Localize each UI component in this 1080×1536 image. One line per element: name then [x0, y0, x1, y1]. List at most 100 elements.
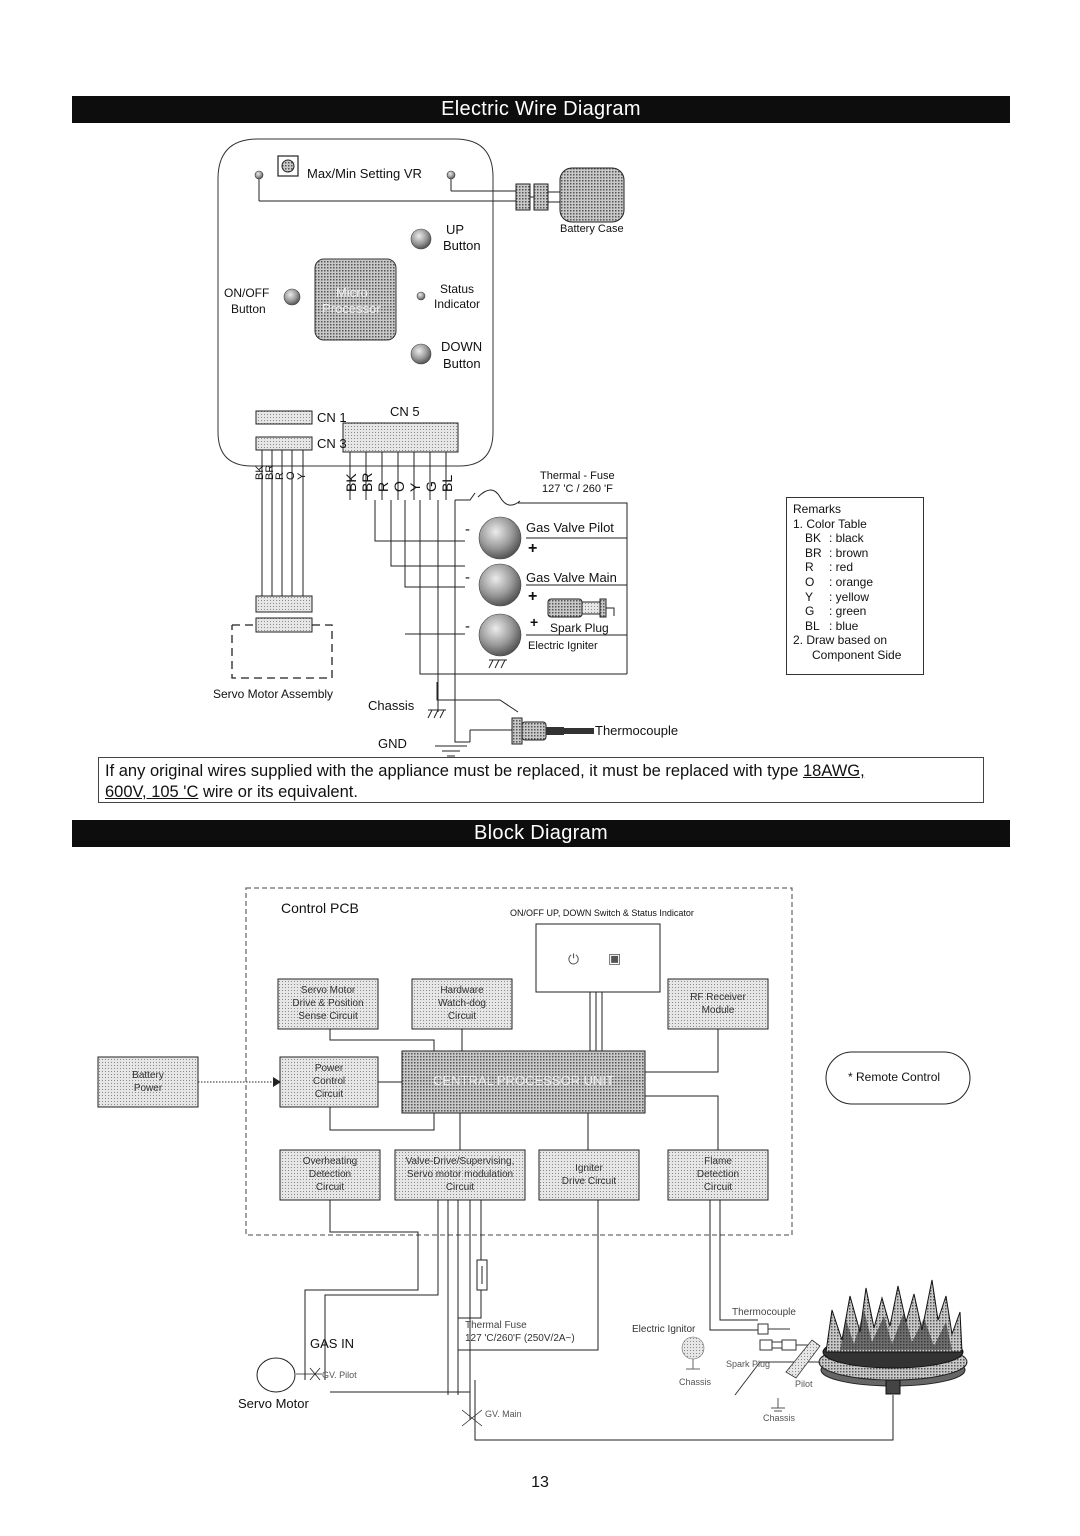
color-row: G: green — [805, 604, 867, 619]
igniter-plus: + — [530, 614, 539, 630]
servo-motor-assembly-label: Servo Motor Assembly — [213, 687, 334, 701]
gas-valve-main-label: Gas Valve Main — [526, 570, 617, 585]
color-row: BL: blue — [805, 618, 859, 633]
cn5-wire-bl: BL — [439, 474, 455, 492]
electric-igniter-label: Electric Igniter — [528, 640, 598, 652]
cn5-label: CN 5 — [390, 404, 420, 419]
pilot-label: Pilot — [795, 1379, 813, 1389]
remarks-draw-based: 2. Draw based on — [793, 633, 888, 648]
battery-case — [559, 167, 625, 223]
main-plus: + — [528, 588, 538, 605]
gas-valve-pilot-label: Gas Valve Pilot — [526, 520, 614, 535]
block-diagram-title: Block Diagram — [72, 820, 1010, 847]
spark-plug-label: Spark Plug — [550, 621, 609, 635]
chassis-bd-label-1: Chassis — [679, 1377, 712, 1387]
power-symbol-icon: ⏻ — [568, 951, 580, 967]
up-button-dot — [410, 228, 432, 250]
indicator-square-icon: ▣ — [608, 950, 622, 966]
block-valve-drive — [394, 1149, 526, 1201]
thermocouple-label: Thermocouple — [595, 723, 679, 738]
cn5-wire-g: G — [423, 481, 439, 492]
vr-terminal-left — [254, 170, 264, 180]
cn3-connector — [255, 436, 313, 451]
electric-ignitor-label: Electric Ignitor — [632, 1324, 696, 1335]
onoff-button-label-1: ON/OFF — [224, 286, 270, 300]
block-battery-power — [97, 1056, 199, 1108]
up-button-label-1: UP — [446, 222, 465, 237]
color-row: BR: brown — [805, 545, 869, 560]
cn5-wire-y: Y — [407, 482, 423, 492]
down-button-label-2: Button — [443, 356, 481, 371]
onoff-button-dot — [283, 288, 301, 306]
valve-drive-text: Valve-Drive/Supervising,Servo motor modu… — [405, 1156, 515, 1193]
microprocessor-label-2: Processor — [322, 301, 381, 316]
down-button-label-1: DOWN — [441, 339, 483, 354]
cn5-connector — [342, 422, 459, 453]
onoff-button-label-2: Button — [231, 302, 266, 316]
block-servo-drive — [277, 978, 379, 1030]
color-row: O: orange — [805, 574, 874, 589]
cn3-wire-y: Y — [296, 472, 308, 480]
burner-with-flames — [818, 1279, 968, 1395]
gnd-label: GND — [378, 736, 407, 751]
microprocessor-chip — [314, 258, 397, 341]
cn5-wire-br: BR — [359, 472, 375, 492]
gas-valve-main-coil — [478, 563, 522, 607]
block-cpu — [401, 1050, 646, 1114]
gas-valve-pilot-coil — [478, 516, 522, 560]
thermal-fuse-label-2: 127 'C / 260 'F — [542, 483, 613, 495]
cpu-label: CENTRAL PROCESSOR UNIT — [433, 1073, 614, 1088]
max-min-vr-label: Max/Min Setting VR — [307, 166, 422, 181]
down-button-dot — [410, 343, 432, 365]
cn1-label: CN 1 — [317, 410, 347, 425]
cn3-label: CN 3 — [317, 436, 347, 451]
block-power-control — [279, 1056, 379, 1108]
spark-plug-bd-label: Spark Plug — [726, 1359, 771, 1369]
pilot-plus: + — [528, 540, 538, 557]
cn5-wire-r: R — [375, 481, 391, 492]
thermal-fuse-bd-label-1: Thermal Fuse — [465, 1320, 527, 1331]
gv-main-label: GV. Main — [485, 1409, 522, 1419]
remote-control-label: * Remote Control — [848, 1070, 941, 1084]
cn5-wire-o: O — [391, 481, 407, 492]
block-overheating — [279, 1149, 381, 1201]
thermal-fuse-label-1: Thermal - Fuse — [540, 470, 615, 482]
remarks-color-table: 1. Color Table — [793, 516, 867, 531]
thermocouple-bd-label: Thermocouple — [732, 1307, 796, 1318]
battery-case-label: Battery Case — [560, 223, 624, 235]
block-igniter-drive — [538, 1149, 640, 1201]
chassis-bd-label-2: Chassis — [763, 1413, 796, 1423]
microprocessor-label-1: Micro — [336, 285, 368, 300]
color-row: Y: yellow — [805, 589, 870, 604]
color-row: BK: black — [805, 531, 864, 546]
up-button-label-2: Button — [443, 238, 481, 253]
remarks-title: Remarks — [793, 502, 842, 516]
status-indicator-label-2: Indicator — [434, 297, 481, 311]
status-indicator-label-1: Status — [440, 282, 475, 296]
cn5-wire-bk: BK — [343, 473, 359, 492]
gas-in-label: GAS IN — [310, 1336, 355, 1351]
page-number: 13 — [531, 1474, 549, 1491]
chassis-label: Chassis — [368, 698, 415, 713]
remote-control-box — [825, 1051, 971, 1105]
servo-motor-label: Servo Motor — [238, 1396, 309, 1411]
wire-diagram-title: Electric Wire Diagram — [72, 96, 1010, 123]
switch-indicator-label: ON/OFF UP, DOWN Switch & Status Indicato… — [510, 908, 694, 918]
gv-pilot-label: GV. Pilot — [322, 1370, 357, 1380]
igniter-minus: - — [465, 618, 470, 635]
cn1-connector — [255, 410, 313, 425]
remarks-box: Remarks 1. Color Table BK: black BR: bro… — [786, 497, 924, 675]
status-led — [416, 291, 426, 301]
block-flame-detection — [667, 1149, 769, 1201]
main-minus: - — [465, 569, 470, 586]
control-pcb-label: Control PCB — [281, 900, 359, 916]
